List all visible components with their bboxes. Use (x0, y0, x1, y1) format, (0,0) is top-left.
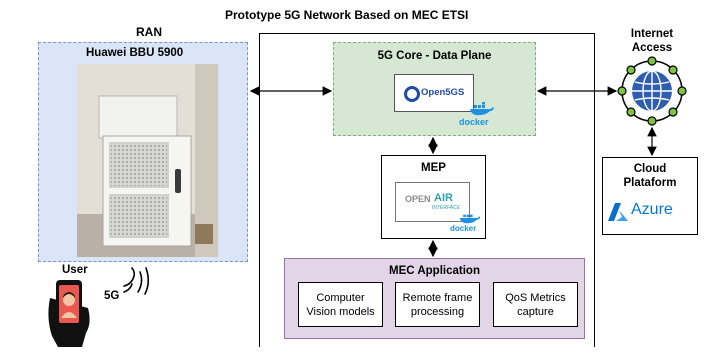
signal-5g-label: 5G (104, 290, 120, 302)
wireless-signal-icon (123, 267, 150, 295)
oai-logo-text-interface: INTERFACE (432, 205, 461, 211)
mep-label: MEP (421, 162, 446, 174)
cloud-platform-container (602, 157, 698, 235)
user-label: User (62, 264, 88, 276)
docker-whale-icon (470, 102, 494, 116)
core-data-plane-container (333, 42, 536, 136)
oai-logo-text-open: OPEN (405, 194, 431, 204)
docker-core-text: docker (459, 117, 489, 127)
open5gs-logo-box: Open5GS (394, 74, 474, 112)
smartphone-user-icon (42, 278, 94, 347)
bbu-cabinet-image (77, 64, 218, 257)
bbu-photo (77, 64, 218, 257)
open5gs-logo-text: Open5GS (421, 87, 465, 98)
openairinterface-logo-box: OPEN AIR INTERFACE (395, 182, 470, 222)
oai-logo-text-air: AIR (434, 192, 453, 204)
core-label: 5G Core - Data Plane (377, 50, 492, 62)
docker-whale-icon (459, 214, 481, 224)
docker-mep-text: docker (450, 224, 477, 233)
azure-logo-text: Azure (631, 201, 673, 218)
ran-label: RAN (136, 25, 162, 39)
bbu-label: Huawei BBU 5900 (86, 47, 184, 59)
mec-application-label: MEC Application (389, 265, 480, 277)
azure-logo-icon (608, 203, 628, 221)
globe-network-icon (617, 56, 687, 126)
diagram-title: Prototype 5G Network Based on MEC ETSI (225, 8, 469, 22)
open5gs-logo-icon (404, 86, 420, 102)
